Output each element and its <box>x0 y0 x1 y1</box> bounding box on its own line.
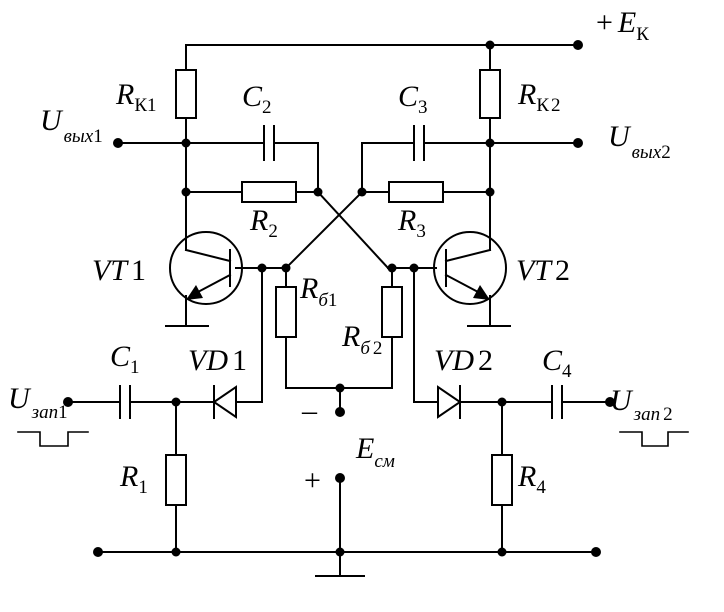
junction-dots <box>171 40 507 557</box>
resistor-r3 <box>388 181 444 203</box>
resistor-rk2 <box>479 69 501 119</box>
capacitor-c4 <box>551 385 563 419</box>
diode-vd2 <box>437 385 462 419</box>
transistor-vt2 <box>433 231 507 305</box>
pulse-icon-left <box>17 431 89 447</box>
pulse-icon-right <box>619 431 689 447</box>
transistor-vt1 <box>169 231 243 305</box>
label-ek: +EК <box>596 6 649 45</box>
label-ecm: Eсм <box>355 432 395 472</box>
resistor-r4 <box>491 454 513 506</box>
label-c4: C4 <box>542 344 572 382</box>
label-r1: R1 <box>119 460 148 498</box>
label-c1: C1 <box>110 340 140 378</box>
label-r4: R4 <box>517 460 546 498</box>
label-rb1: Rб1 <box>299 272 337 311</box>
label-c3: C3 <box>398 80 428 118</box>
resistor-rk1 <box>175 69 197 119</box>
resistor-r1 <box>165 454 187 506</box>
label-rk1: RК1 <box>115 78 157 116</box>
label-c2: C2 <box>242 80 272 118</box>
resistor-rb2 <box>381 286 403 338</box>
terminal-dots <box>63 40 615 557</box>
label-r2: R2 <box>249 204 278 242</box>
capacitor-c3 <box>413 125 425 161</box>
label-ecm-plus: + <box>304 464 321 497</box>
capacitor-c1 <box>119 385 131 419</box>
diode-vd1 <box>212 385 237 419</box>
label-ecm-minus: – <box>301 394 318 427</box>
resistor-r2 <box>241 181 297 203</box>
resistor-rb1 <box>275 286 297 338</box>
label-r3: R3 <box>397 204 426 242</box>
capacitor-c2 <box>263 125 275 161</box>
wires <box>67 44 611 577</box>
